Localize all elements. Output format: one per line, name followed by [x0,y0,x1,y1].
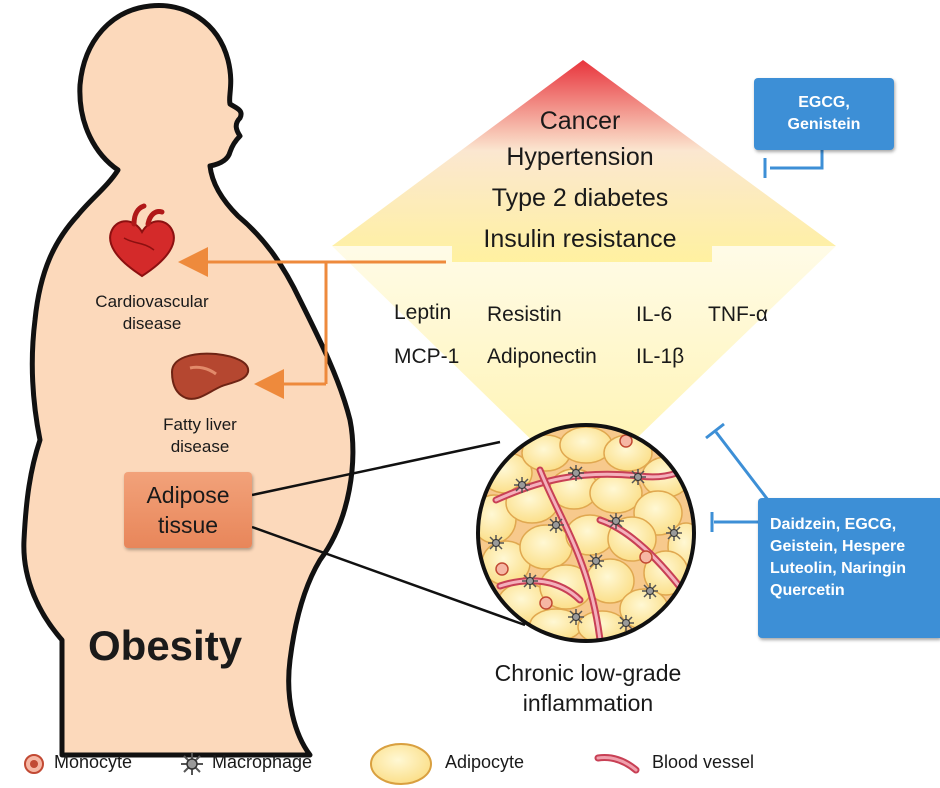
macrophage-cell [514,477,530,493]
macrophage-cell [630,469,646,485]
adipose-tissue-box: Adipose tissue [124,472,252,548]
macrophage-cell [608,513,624,529]
fatty-liver-label: Fatty liver disease [163,415,237,456]
macrophage-cell [568,465,584,481]
macrophage-cell [568,609,584,625]
adipocyte-icon [370,743,432,785]
cytokine-il6: IL-6 [636,303,673,326]
cytokine-resistin: Resistin [487,303,562,326]
organ-arrows [178,247,446,399]
macrophage-cell [642,583,658,599]
macrophage-icon [181,753,203,775]
inhibitor-box-top: EGCG, Genistein [754,78,894,150]
macrophage-cell [548,517,564,533]
blood-vessel [538,468,602,641]
blood-vessel-icon [594,754,640,774]
obesity-label: Obesity [88,622,243,669]
blood-vessel [498,579,582,602]
cardiovascular-label: Cardiovascular disease [95,292,209,333]
monocyte-icon [24,754,44,774]
legend-macrophage: Macrophage [212,752,313,772]
inhibitor-box-side: Daidzein, EGCG, Geistein, Hespere Luteol… [758,498,940,638]
macrophage-cell [666,525,682,541]
monocyte-cell [495,562,509,576]
heart-icon [109,203,175,278]
inflammation-label: Chronic low-grade inflammation [494,660,682,716]
monocyte-cell [539,596,553,610]
liver-icon [170,352,250,400]
inhibition-lines [705,150,824,532]
cytokine-adiponectin: Adiponectin [487,345,597,368]
cytokine-mcp1: MCP-1 [394,345,460,368]
macrophage-cell [588,553,604,569]
macrophage-cell [618,615,634,631]
cytokine-leptin: Leptin [394,301,452,324]
monocyte-cell [639,550,653,564]
cytokine-il1-beta: IL-1β [636,345,685,368]
disease-hypertension: Hypertension [506,143,654,171]
macrophage-cell [488,535,504,551]
legend-blood-vessel: Blood vessel [652,752,755,772]
legend-monocyte: Monocyte [54,752,133,772]
macrophage-cell [522,573,538,589]
legend-adipocyte: Adipocyte [445,752,525,772]
disease-type2-diabetes: Type 2 diabetes [491,184,669,212]
adipocyte-cell [519,524,573,570]
zoom-lines [251,440,526,627]
disease-cancer: Cancer [539,107,621,135]
adipose-zoom-circle [476,423,696,643]
disease-insulin-resistance: Insulin resistance [483,225,677,253]
diamond-body [332,246,836,490]
cytokine-tnf-alpha: TNF-α [708,303,768,326]
monocyte-cell [619,434,633,448]
arrow-head [332,60,836,262]
